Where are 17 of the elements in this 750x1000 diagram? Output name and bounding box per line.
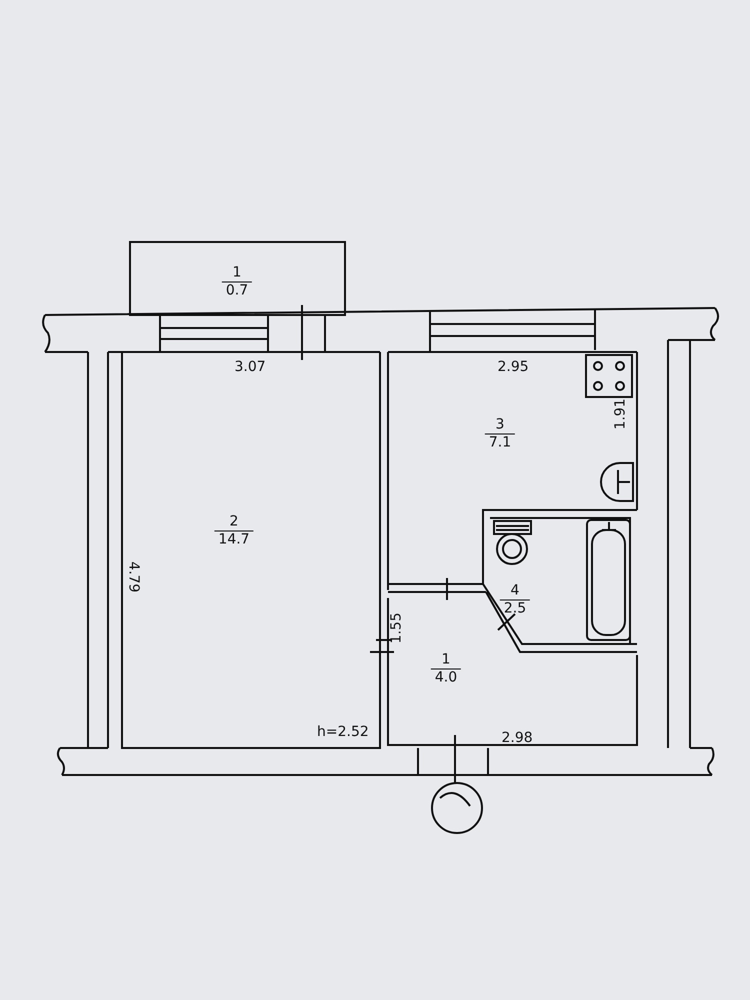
room-number: 1 bbox=[440, 652, 452, 668]
room-number: 3 bbox=[494, 416, 506, 434]
dimension-label: 1.55 bbox=[388, 612, 404, 644]
room-area: 4.0 bbox=[430, 668, 462, 686]
dimension-label: 1.91 bbox=[612, 398, 628, 430]
dimension-label: 3.07 bbox=[234, 359, 266, 375]
dimension-label: 2.98 bbox=[502, 730, 533, 746]
room-number: 4 bbox=[510, 582, 520, 600]
room-area: 2.5 bbox=[500, 600, 530, 618]
room-area: 14.7 bbox=[214, 530, 254, 548]
dimension-label: 2.95 bbox=[498, 359, 529, 375]
room-area: 7.1 bbox=[484, 434, 516, 452]
dimension-label: 4.79 bbox=[125, 561, 142, 593]
room-area: 0.7 bbox=[222, 282, 252, 300]
room-number: 1 bbox=[232, 264, 242, 282]
room-number: 2 bbox=[228, 514, 240, 530]
ceiling-height-label: h=2.52 bbox=[317, 724, 369, 740]
